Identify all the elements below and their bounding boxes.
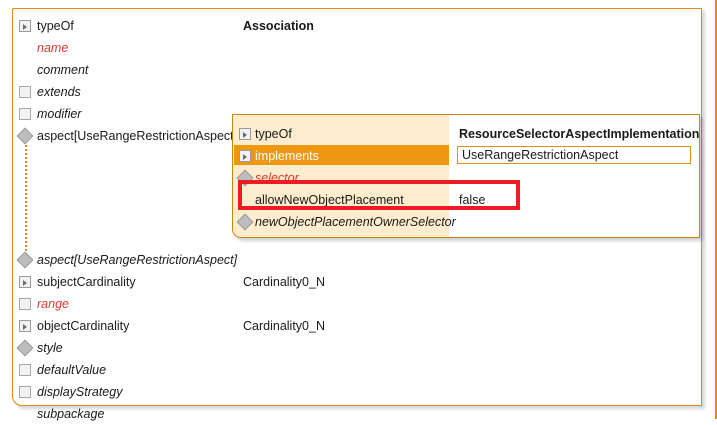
property-label: subpackage — [37, 407, 105, 421]
property-label: extends — [37, 85, 81, 99]
inner-property-label: newObjectPlacementOwnerSelector — [255, 215, 456, 229]
property-row[interactable]: extends — [13, 81, 699, 103]
aspect-implementation-editor[interactable]: typeOf ResourceSelectorAspectImplementati… — [232, 114, 700, 238]
property-value[interactable]: Cardinality0_N — [243, 275, 325, 289]
property-label: typeOf — [37, 19, 74, 33]
property-label: name — [37, 41, 69, 55]
inner-property-label: implements — [255, 149, 319, 163]
checkbox-icon[interactable] — [19, 298, 31, 310]
inner-value-input[interactable]: UseRangeRestrictionAspect — [457, 146, 691, 164]
property-row[interactable]: aspect[UseRangeRestrictionAspect] — [13, 249, 699, 271]
diamond-icon — [16, 339, 34, 357]
property-label: aspect[UseRangeRestrictionAspect] — [37, 129, 238, 143]
diamond-icon — [236, 213, 254, 231]
expand-icon[interactable] — [239, 128, 251, 140]
property-row[interactable]: name — [13, 37, 699, 59]
inner-value-text: UseRangeRestrictionAspect — [462, 148, 619, 162]
inner-property-row[interactable]: newObjectPlacementOwnerSelector — [233, 211, 698, 233]
expand-icon[interactable] — [19, 20, 31, 32]
inner-property-row[interactable]: typeOf ResourceSelectorAspectImplementati… — [233, 123, 700, 145]
inner-property-value[interactable]: false — [459, 193, 486, 207]
property-label: objectCardinality — [37, 319, 130, 333]
property-label: aspect[UseRangeRestrictionAspect] — [37, 253, 238, 267]
selected-row-highlight — [234, 145, 449, 165]
property-label: defaultValue — [37, 363, 107, 377]
property-row[interactable]: subpackage — [13, 403, 699, 425]
property-value[interactable]: Cardinality0_N — [243, 319, 325, 333]
property-row[interactable]: range — [13, 293, 699, 315]
inner-property-label: allowNewObjectPlacement — [255, 193, 404, 207]
property-row[interactable]: style — [13, 337, 699, 359]
diamond-icon — [236, 169, 254, 187]
diamond-icon — [16, 127, 34, 145]
inner-property-label: selector — [255, 171, 299, 185]
inner-property-label: typeOf — [255, 127, 292, 141]
inner-property-row[interactable]: implements UseRangeRestrictionAspect — [233, 145, 698, 167]
expand-icon[interactable] — [19, 320, 31, 332]
checkbox-icon[interactable] — [19, 386, 31, 398]
inner-property-row[interactable]: allowNewObjectPlacement false — [233, 189, 698, 211]
property-label: modifier — [37, 107, 82, 121]
property-row[interactable]: defaultValue — [13, 359, 699, 381]
property-label: displayStrategy — [37, 385, 123, 399]
inner-property-row[interactable]: selector — [233, 167, 698, 189]
expand-icon[interactable] — [239, 150, 251, 162]
checkbox-icon[interactable] — [19, 86, 31, 98]
property-row[interactable]: displayStrategy — [13, 381, 699, 403]
property-row[interactable]: aspect[UseRangeRestrictionAspect] — [13, 125, 699, 147]
property-row[interactable]: typeOf Association — [13, 15, 699, 37]
inner-property-value[interactable]: ResourceSelectorAspectImplementation — [459, 127, 700, 141]
property-row[interactable]: comment — [13, 59, 699, 81]
property-row[interactable]: subjectCardinality Cardinality0_N — [13, 271, 699, 293]
expand-icon[interactable] — [19, 276, 31, 288]
checkbox-icon[interactable] — [19, 108, 31, 120]
property-value[interactable]: Association — [243, 19, 314, 33]
property-row[interactable]: modifier — [13, 103, 699, 125]
property-label: subjectCardinality — [37, 275, 136, 289]
tree-rail-dotted — [24, 137, 27, 255]
property-row[interactable]: objectCardinality Cardinality0_N — [13, 315, 699, 337]
property-label: range — [37, 297, 69, 311]
diamond-icon — [16, 251, 34, 269]
property-label: style — [37, 341, 63, 355]
inner-label-column — [233, 115, 449, 237]
checkbox-icon[interactable] — [19, 364, 31, 376]
property-label: comment — [37, 63, 89, 77]
